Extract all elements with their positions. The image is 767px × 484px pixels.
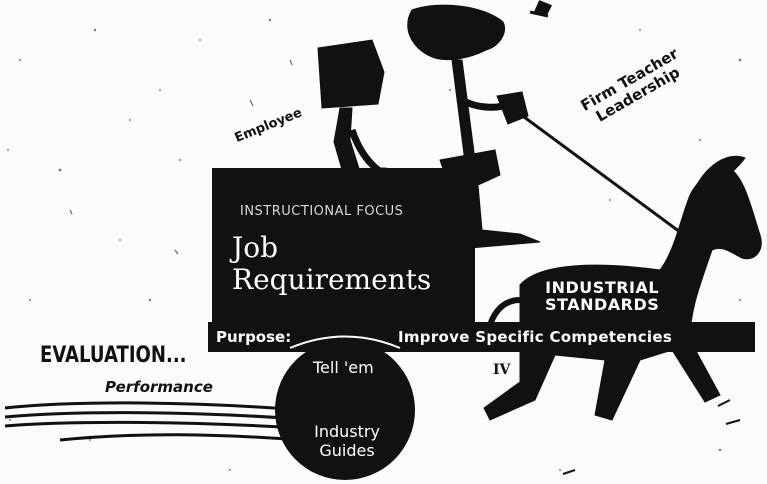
roman-numeral-marker: IV xyxy=(493,362,511,378)
performance-label: Performance xyxy=(105,378,213,396)
standards-line2: STANDARDS xyxy=(545,294,660,314)
job-title-line2: Requirements xyxy=(232,263,432,297)
employee-figure xyxy=(317,39,398,187)
industry-guides-label: Industry Guides xyxy=(297,422,397,460)
guides-line2: Guides xyxy=(319,441,375,461)
guides-line1: Industry xyxy=(314,422,380,441)
job-title-line1: Job xyxy=(232,231,279,264)
tell-em-label: Tell 'em xyxy=(313,358,374,377)
purpose-label: Purpose: xyxy=(216,328,292,346)
paper-speckles xyxy=(7,18,742,471)
wheel-rim-line xyxy=(289,335,401,349)
horse-figure xyxy=(483,155,762,421)
reins-line xyxy=(519,112,681,234)
motion-marks xyxy=(562,399,741,475)
standards-line1: INDUSTRIAL xyxy=(545,278,660,297)
evaluation-label: EVALUATION... xyxy=(40,343,187,368)
instructional-focus-label: INSTRUCTIONAL FOCUS xyxy=(240,204,404,219)
job-requirements-title: Job Requirements xyxy=(232,231,432,297)
cart-wheel xyxy=(275,340,415,480)
improve-competencies-label: Improve Specific Competencies xyxy=(398,328,673,346)
drive-lines xyxy=(4,401,301,442)
cart-box xyxy=(212,168,475,323)
industrial-standards-label: INDUSTRIAL STANDARDS xyxy=(545,278,660,314)
teacher-figure xyxy=(407,4,541,249)
top-sign-mark xyxy=(529,0,553,18)
